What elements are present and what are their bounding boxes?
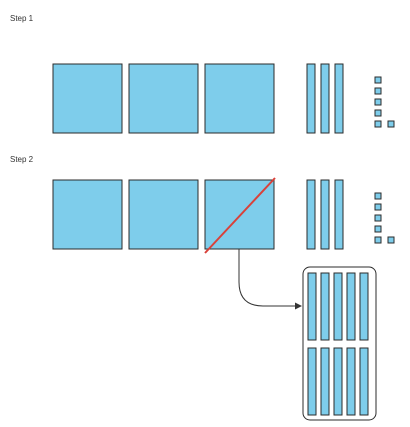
hundred-flat xyxy=(128,63,199,134)
ten-rod xyxy=(306,63,316,134)
regrouped-ten-rod xyxy=(307,347,317,416)
unit-cube xyxy=(374,236,382,244)
regrouped-ten-rod xyxy=(320,272,330,341)
ten-rod xyxy=(320,63,330,134)
regrouped-ten-rod xyxy=(359,347,369,416)
regrouped-ten-rod xyxy=(333,272,343,341)
unit-cube xyxy=(387,120,395,128)
hundred-flat xyxy=(52,179,123,250)
ten-rod xyxy=(334,63,344,134)
ten-rod xyxy=(334,179,344,250)
unit-cube xyxy=(374,98,382,106)
step-2-label: Step 2 xyxy=(10,155,34,164)
regrouped-ten-rod xyxy=(359,272,369,341)
ten-rod xyxy=(306,179,316,250)
unit-cube xyxy=(374,76,382,84)
regroup-container xyxy=(302,266,377,421)
ten-rod xyxy=(320,179,330,250)
unit-cube xyxy=(374,203,382,211)
unit-cube xyxy=(374,192,382,200)
unit-cube xyxy=(374,214,382,222)
unit-cube xyxy=(387,236,395,244)
regrouped-ten-rod xyxy=(346,272,356,341)
unit-cube xyxy=(374,225,382,233)
regroup-arrow xyxy=(238,249,302,310)
hundred-flat xyxy=(204,179,275,250)
hundred-flat xyxy=(204,63,275,134)
regrouped-ten-rod xyxy=(333,347,343,416)
hundred-flat xyxy=(128,179,199,250)
cross-out-line xyxy=(204,177,276,254)
hundred-flat xyxy=(52,63,123,134)
step-1-label: Step 1 xyxy=(10,14,34,23)
regrouped-ten-rod xyxy=(307,272,317,341)
unit-cube xyxy=(374,87,382,95)
regrouped-ten-rod xyxy=(320,347,330,416)
unit-cube xyxy=(374,109,382,117)
unit-cube xyxy=(374,120,382,128)
regrouped-ten-rod xyxy=(346,347,356,416)
